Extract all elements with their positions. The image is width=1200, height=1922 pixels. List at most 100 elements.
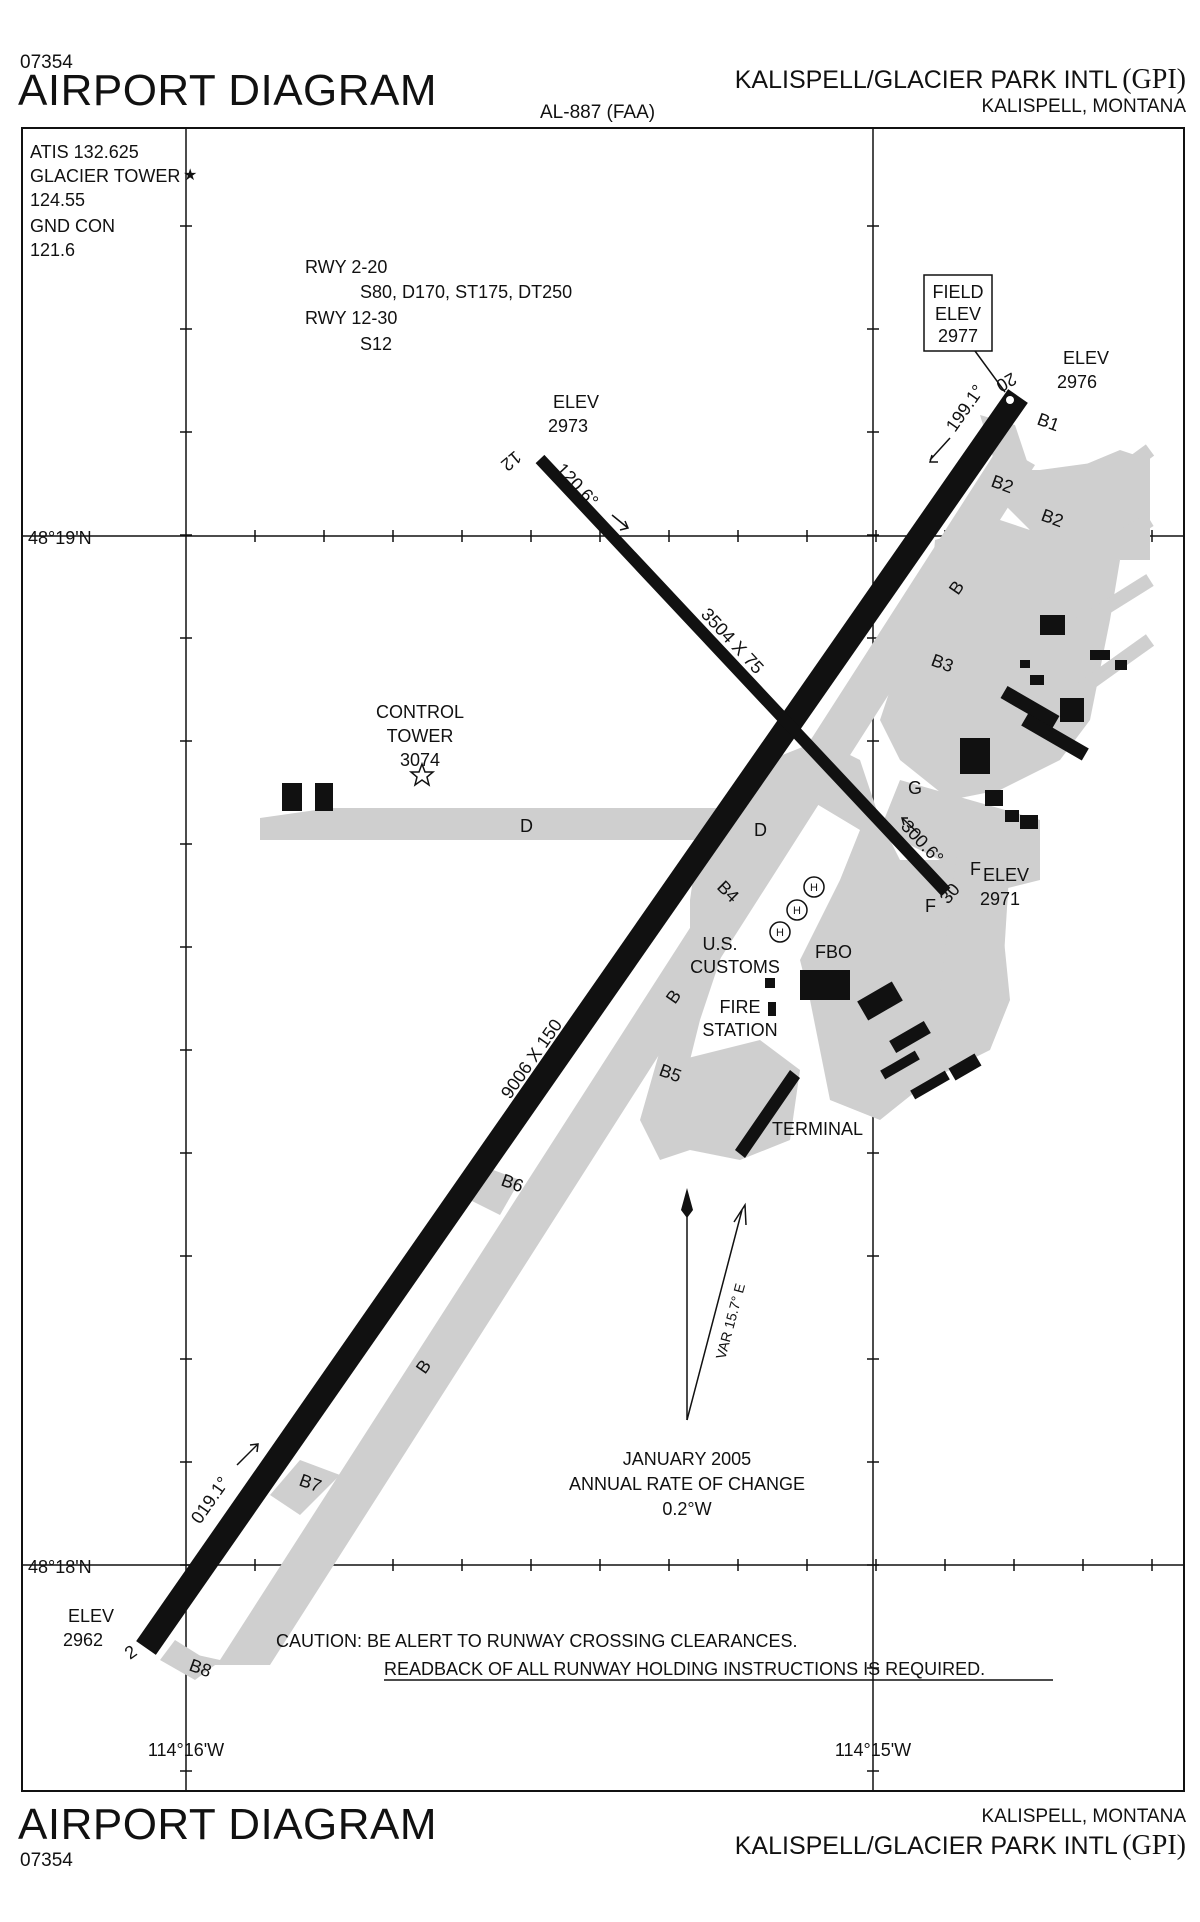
helipad-1 (803, 876, 825, 898)
chart-number: 07354 (20, 52, 73, 73)
building-hangar-1 (282, 783, 302, 811)
helipads (769, 876, 825, 943)
hangar-ne-5 (1000, 685, 1060, 729)
caution-line1: CAUTION: BE ALERT TO RUNWAY CROSSING CLE… (276, 1631, 797, 1651)
rwy1-strength: S80, D170, ST175, DT250 (360, 282, 572, 302)
magnetic-north-line (686, 1209, 743, 1421)
fbo-label: FBO (815, 942, 852, 962)
footer-city-state: KALISPELL, MONTANA (981, 1806, 1187, 1827)
field-elevation-leader (974, 350, 1006, 393)
lon-east-label: 114°15'W (835, 1740, 911, 1760)
rwy1-label: RWY 2-20 (305, 257, 387, 277)
elev-12-l2: 2973 (548, 416, 588, 436)
tower-label: GLACIER TOWER (30, 166, 180, 186)
airport-name-header: KALISPELL/GLACIER PARK INTL (GPI) (735, 64, 1186, 96)
airport-name: KALISPELL/GLACIER PARK INTL (734, 66, 1118, 94)
runway-12-number: 12 (497, 447, 525, 475)
hangar-ne-2 (1020, 660, 1030, 668)
fire-l2: STATION (702, 1020, 777, 1040)
field-elevation-box (923, 274, 993, 352)
elev-20-l2: 2976 (1057, 372, 1097, 392)
hangar-ne-9 (1005, 810, 1019, 822)
runway-2-number: 2 (121, 1641, 141, 1663)
tower-name-l2: TOWER (387, 726, 454, 746)
customs-l2: CUSTOMS (690, 957, 780, 977)
mag-date: JANUARY 2005 (623, 1449, 751, 1469)
hangar-ne-4 (1060, 698, 1084, 722)
control-tower-star-icon (408, 761, 436, 787)
runway-2-20 (136, 389, 1028, 1655)
hangar-ne-7 (960, 738, 990, 774)
taxiway-d-west: D (520, 816, 533, 836)
field-elev-l2: ELEV (935, 304, 981, 324)
taxiway-b8 (160, 1640, 215, 1680)
runway-20-threshold-dot (1006, 396, 1014, 404)
hangar-s-4 (910, 1070, 950, 1100)
hangar-s-1 (857, 981, 903, 1021)
taxiway-g: G (908, 778, 922, 798)
hangar-s-2 (889, 1020, 931, 1054)
city-state: KALISPELL, MONTANA (981, 96, 1187, 117)
page-title: AIRPORT DIAGRAM (18, 66, 438, 115)
terminal-label: TERMINAL (772, 1119, 863, 1139)
hangar-ne-3 (1030, 675, 1044, 685)
mag-rate: 0.2°W (662, 1499, 711, 1519)
footer-airport-code: (GPI) (1122, 1830, 1186, 1861)
taxiway-b7 (270, 1460, 340, 1515)
gnd-freq: 121.6 (30, 240, 75, 260)
lat-south-label: 48°18'N (28, 1557, 92, 1577)
taxiway-f (940, 830, 1010, 1040)
footer-airport-name: KALISPELL/GLACIER PARK INTL (734, 1832, 1118, 1860)
tower-name-l1: CONTROL (376, 702, 464, 722)
hangar-ne-8 (985, 790, 1003, 806)
true-north-arrow-icon (681, 1188, 693, 1218)
atis-freq: ATIS 132.625 (30, 142, 139, 162)
fire-l1: FIRE (719, 997, 760, 1017)
helipad-2 (786, 899, 808, 921)
helipad-labels: H H H (776, 882, 818, 939)
hangar-s-3 (880, 1050, 920, 1080)
elev-30-l1: ELEV (983, 865, 1029, 885)
helipad-label-2: H (793, 905, 801, 917)
taxiway-d (260, 808, 770, 840)
ne-apron (880, 520, 1120, 800)
hangar-ne-12 (1115, 660, 1127, 670)
heading-arrows (236, 437, 951, 1466)
fire-station-building (768, 1002, 776, 1016)
caution-line2: READBACK OF ALL RUNWAY HOLDING INSTRUCTI… (384, 1659, 985, 1679)
customs-building (765, 978, 775, 988)
ne-ramp-lanes (995, 444, 1155, 696)
tower-star-glyph: ★ (183, 167, 197, 184)
rwy2-strength: S12 (360, 334, 392, 354)
elev-30-l2: 2971 (980, 889, 1020, 909)
runway-20-number: 20 (993, 369, 1020, 396)
hangar-s-5 (948, 1053, 982, 1081)
field-elev-l1: FIELD (932, 282, 983, 302)
diagram-frame (21, 127, 1185, 1792)
heading-199: 199.1° (942, 381, 988, 435)
tower-freq: 124.55 (30, 190, 85, 210)
tower-elev: 3074 (400, 750, 440, 770)
taxiway-b1: B1 (1035, 409, 1063, 435)
magnetic-variation: VAR 15.7° E (712, 1282, 748, 1361)
airport-code: (GPI) (1122, 64, 1186, 95)
footer-title: AIRPORT DIAGRAM (18, 1800, 438, 1849)
magnetic-north-arrow-icon (733, 1202, 747, 1226)
lon-west-label: 114°16'W (148, 1740, 224, 1760)
building-hangar-2 (315, 783, 333, 811)
main-apron (640, 740, 1010, 1160)
taxiway-f2: F (925, 896, 936, 916)
footer-chart-number: 07354 (20, 1850, 73, 1871)
hangar-ne-6 (1021, 713, 1089, 761)
elev-20-l1: ELEV (1063, 348, 1109, 368)
field-elev-l3: 2977 (938, 326, 978, 346)
taxiway-d-east: D (754, 820, 767, 840)
elev-2-l2: 2962 (63, 1630, 103, 1650)
customs-l1: U.S. (702, 934, 737, 954)
fbo-building (800, 970, 850, 1000)
footer-airport-name-block: KALISPELL/GLACIER PARK INTL (GPI) (735, 1830, 1186, 1862)
mag-rate-label: ANNUAL RATE OF CHANGE (569, 1474, 805, 1494)
hangar-ne-1 (1040, 615, 1065, 635)
procedure-id: AL-887 (FAA) (540, 102, 656, 123)
